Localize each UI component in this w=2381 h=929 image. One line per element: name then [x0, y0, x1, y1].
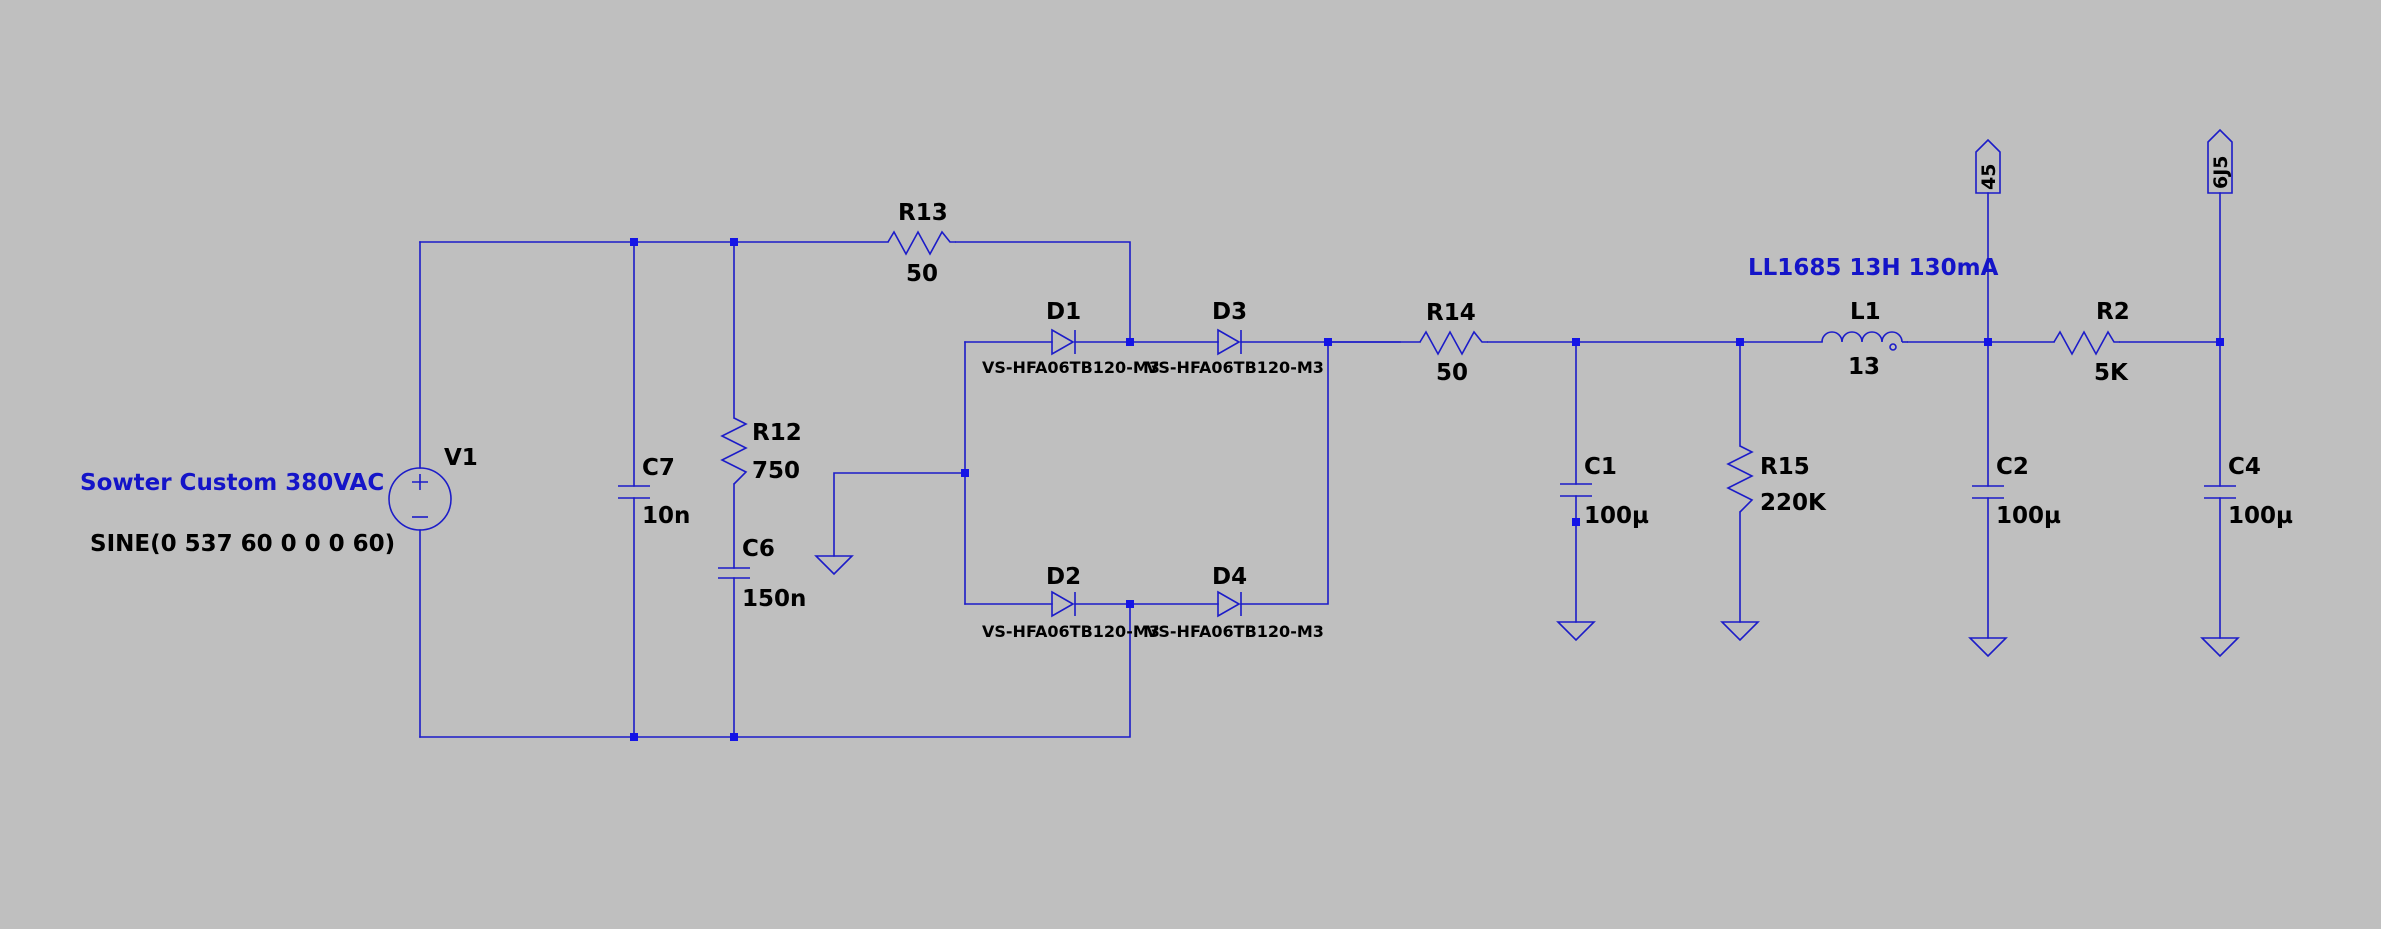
- d3-model: VS-HFA06TB120-M3: [1146, 358, 1324, 377]
- ground-symbol-c2: [1968, 637, 2008, 658]
- diode-d4[interactable]: D4 VS-HFA06TB120-M3: [1146, 564, 1324, 641]
- ground-symbol-bridge: [814, 555, 854, 576]
- capacitor-c1[interactable]: C1 100µ: [1560, 454, 1649, 529]
- net-label-45[interactable]: 45: [1975, 138, 2001, 194]
- wires: [419, 192, 2221, 738]
- junction-dot: [1324, 338, 1332, 346]
- voltage-source-v1[interactable]: V1 SINE(0 537 60 0 0 0 60): [90, 445, 478, 557]
- r13-value: 50: [906, 261, 938, 287]
- diode-d3[interactable]: D3 VS-HFA06TB120-M3: [1146, 299, 1324, 377]
- d2-ref: D2: [1046, 564, 1081, 590]
- d4-ref: D4: [1212, 564, 1247, 590]
- junction-dot: [730, 733, 738, 741]
- c2-ref: C2: [1996, 454, 2029, 480]
- wire-ground-tap: [833, 472, 966, 557]
- inductor-l1[interactable]: LL1685 13H 130mA L1 13: [1748, 255, 1999, 380]
- l1-ref: L1: [1850, 299, 1881, 325]
- d4-model: VS-HFA06TB120-M3: [1146, 622, 1324, 641]
- wire-r13-right: [955, 241, 1131, 343]
- junction-dot: [2216, 338, 2224, 346]
- junction-dot: [1572, 338, 1580, 346]
- c2-value: 100µ: [1996, 503, 2061, 529]
- transformer-annotation: Sowter Custom 380VAC: [80, 470, 384, 496]
- r15-value: 220K: [1760, 490, 1827, 516]
- r14-value: 50: [1436, 360, 1468, 386]
- wire-bottom-rail: [419, 603, 1131, 738]
- resistor-r14[interactable]: R14 50: [1419, 300, 1488, 386]
- c6-value: 150n: [742, 586, 806, 612]
- capacitor-c6[interactable]: C6 150n: [718, 536, 806, 612]
- d1-model: VS-HFA06TB120-M3: [982, 358, 1160, 377]
- capacitor-c4[interactable]: C4 100µ: [2204, 454, 2293, 529]
- ground-symbol-c4: [2200, 637, 2240, 658]
- ground-symbol-c1: [1556, 621, 1596, 642]
- junction-dot: [630, 238, 638, 246]
- c1-ref: C1: [1584, 454, 1617, 480]
- net-label-45-text: 45: [1978, 164, 2000, 190]
- choke-annotation: LL1685 13H 130mA: [1748, 255, 1999, 281]
- ground-symbol-r15: [1720, 621, 1760, 642]
- junction-dot: [730, 238, 738, 246]
- c4-value: 100µ: [2228, 503, 2293, 529]
- r14-ref: R14: [1426, 300, 1476, 326]
- junction-dot: [1126, 338, 1134, 346]
- capacitor-c2[interactable]: C2 100µ: [1972, 454, 2061, 529]
- c6-ref: C6: [742, 536, 775, 562]
- junction-dot: [961, 469, 969, 477]
- r13-ref: R13: [898, 200, 948, 226]
- diode-d2[interactable]: D2 VS-HFA06TB120-M3: [982, 564, 1160, 641]
- wire-bridge-lower: [964, 341, 1329, 605]
- r2-ref: R2: [2096, 299, 2130, 325]
- resistor-r15[interactable]: R15 220K: [1726, 445, 1827, 516]
- junction-dot: [630, 733, 638, 741]
- diode-d1[interactable]: D1 VS-HFA06TB120-M3: [982, 299, 1160, 377]
- resistor-r12[interactable]: R12 750: [720, 417, 802, 485]
- junctions: [630, 238, 2224, 741]
- d1-ref: D1: [1046, 299, 1081, 325]
- r12-value: 750: [752, 458, 800, 484]
- r2-value: 5K: [2094, 360, 2129, 386]
- r15-ref: R15: [1760, 454, 1810, 480]
- d2-model: VS-HFA06TB120-M3: [982, 622, 1160, 641]
- junction-dot: [1736, 338, 1744, 346]
- v1-value: SINE(0 537 60 0 0 0 60): [90, 531, 395, 557]
- c7-value: 10n: [642, 503, 690, 529]
- net-label-6j5-text: 6J5: [2210, 155, 2232, 189]
- resistor-r13[interactable]: R13 50: [887, 200, 956, 287]
- resistor-r2[interactable]: R2 5K: [2053, 299, 2130, 386]
- d3-ref: D3: [1212, 299, 1247, 325]
- junction-dot: [1572, 518, 1580, 526]
- junction-dot: [1126, 600, 1134, 608]
- capacitor-c7[interactable]: C7 10n: [618, 455, 690, 529]
- c7-ref: C7: [642, 455, 675, 481]
- c4-ref: C4: [2228, 454, 2261, 480]
- c1-value: 100µ: [1584, 503, 1649, 529]
- r12-ref: R12: [752, 420, 802, 446]
- net-label-6j5[interactable]: 6J5: [2207, 128, 2233, 194]
- junction-dot: [1984, 338, 1992, 346]
- v1-ref: V1: [444, 445, 478, 471]
- l1-value: 13: [1848, 354, 1880, 380]
